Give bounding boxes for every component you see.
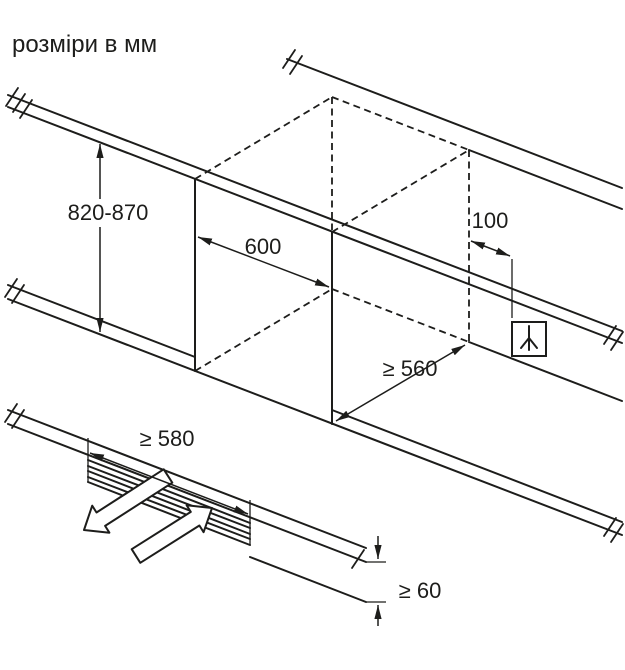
niche-height-label: 820-870 bbox=[68, 200, 149, 225]
page-title: розміри в мм bbox=[12, 31, 157, 58]
plinth-vent-width-label: ≥ 580 bbox=[140, 426, 195, 451]
cut-hatch-marks bbox=[4, 49, 624, 569]
niche-depth-label: ≥ 560 bbox=[383, 356, 438, 381]
floor-lines bbox=[7, 298, 623, 536]
power-socket bbox=[511, 259, 547, 357]
niche-width-label: 600 bbox=[245, 234, 282, 259]
niche-hidden-cavity-dashed bbox=[194, 96, 470, 372]
wall-and-worktop-lines bbox=[7, 58, 623, 344]
power-socket-icon bbox=[520, 325, 538, 351]
dimensions: 820-870 600 100 ≥ 560 ≥ 580 ≥ 60 bbox=[50, 144, 511, 626]
socket-distance-label: 100 bbox=[472, 208, 509, 233]
plinth-vent-height-label: ≥ 60 bbox=[399, 578, 442, 603]
airflow-out-arrow bbox=[83, 468, 174, 534]
